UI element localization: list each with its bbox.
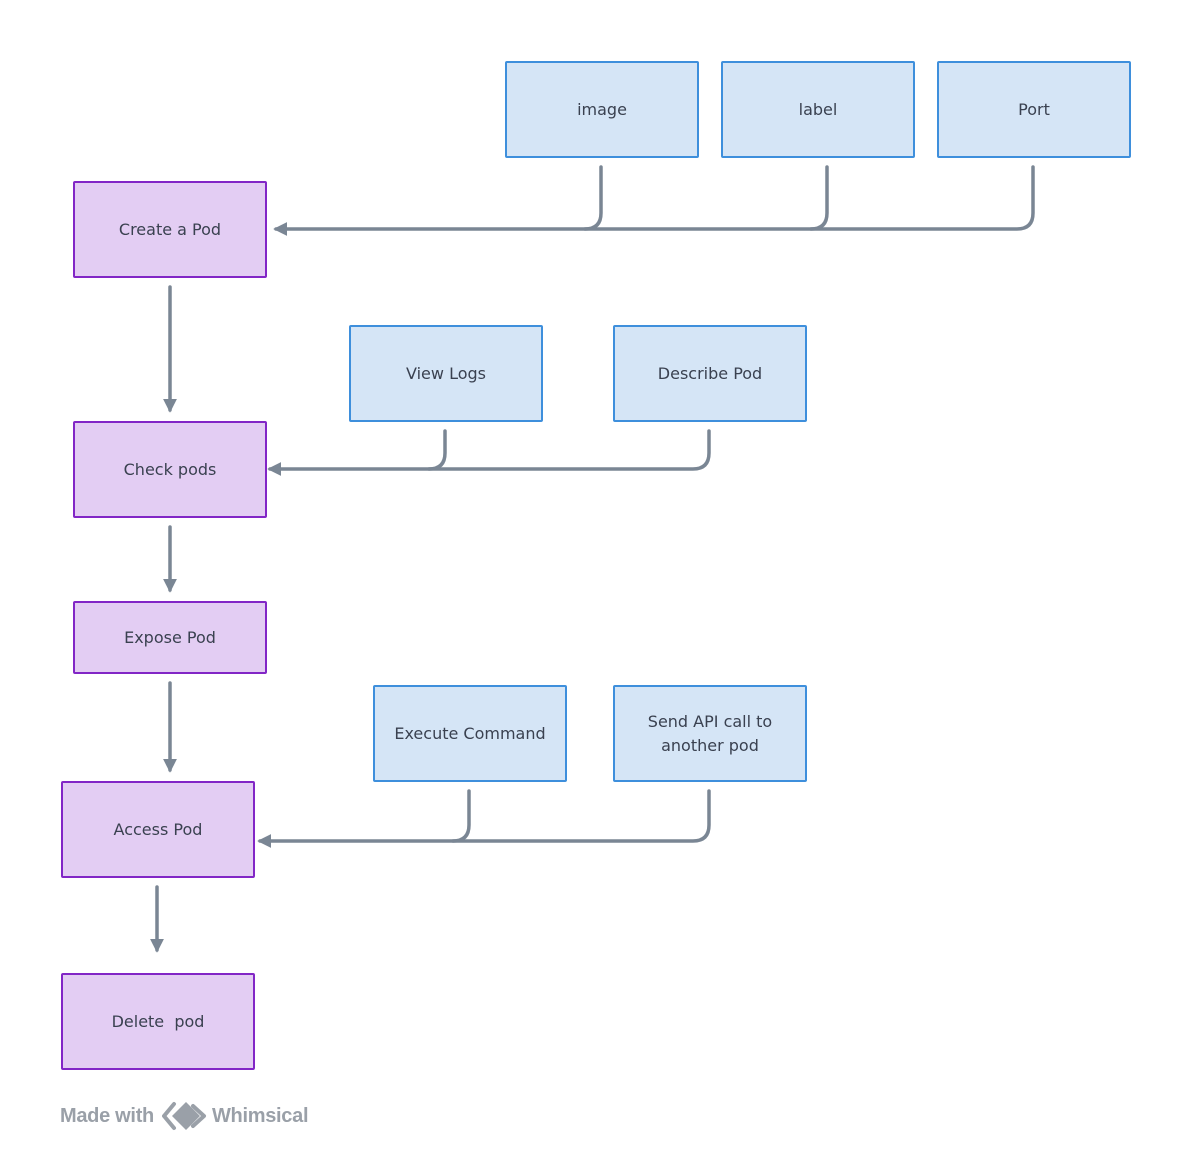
connector-describe-to-check xyxy=(427,429,711,471)
node-check-pods[interactable]: Check pods xyxy=(73,421,267,518)
node-port[interactable]: Port xyxy=(937,61,1131,158)
node-execute-command[interactable]: Execute Command xyxy=(373,685,567,782)
node-create-a-pod[interactable]: Create a Pod xyxy=(73,181,267,278)
node-access-pod[interactable]: Access Pod xyxy=(61,781,255,878)
node-view-logs[interactable]: View Logs xyxy=(349,325,543,422)
whimsical-brand-text: Whimsical xyxy=(211,1104,309,1127)
connector-logs-to-check xyxy=(267,429,447,476)
connector-label-to-create xyxy=(583,165,829,231)
node-label[interactable]: label xyxy=(721,61,915,158)
connector-image-to-create xyxy=(273,165,603,236)
node-image[interactable]: image xyxy=(505,61,699,158)
whimsical-logo-icon xyxy=(161,1102,206,1130)
node-send-api-call-text: Send API call to another pod xyxy=(648,710,772,758)
node-describe-pod-label: Describe Pod xyxy=(657,363,763,383)
node-expose-pod-label: Expose Pod xyxy=(124,627,216,647)
node-label-label: label xyxy=(798,99,838,119)
node-delete-pod-label: Delete pod xyxy=(111,1011,205,1031)
node-access-pod-label: Access Pod xyxy=(113,819,203,839)
node-view-logs-label: View Logs xyxy=(406,363,486,383)
node-send-api-call[interactable]: Send API call to another pod xyxy=(613,685,807,782)
node-port-label: Port xyxy=(1018,99,1050,119)
node-image-label: image xyxy=(577,99,627,119)
node-delete-pod[interactable]: Delete pod xyxy=(61,973,255,1070)
node-send-api-call-line2: another pod xyxy=(661,735,759,755)
connector-api-to-access xyxy=(451,789,711,843)
node-describe-pod[interactable]: Describe Pod xyxy=(613,325,807,422)
connector-port-to-create xyxy=(809,165,1035,231)
node-execute-command-label: Execute Command xyxy=(394,723,546,743)
node-check-pods-label: Check pods xyxy=(123,459,217,479)
made-with-whimsical-footer[interactable]: Made with Whimsical xyxy=(60,1100,309,1132)
node-create-a-pod-label: Create a Pod xyxy=(118,219,222,239)
node-send-api-call-line1: Send API call to xyxy=(647,711,773,731)
made-with-text: Made with xyxy=(60,1104,154,1127)
node-expose-pod[interactable]: Expose Pod xyxy=(73,601,267,674)
connector-exec-to-access xyxy=(257,789,471,848)
